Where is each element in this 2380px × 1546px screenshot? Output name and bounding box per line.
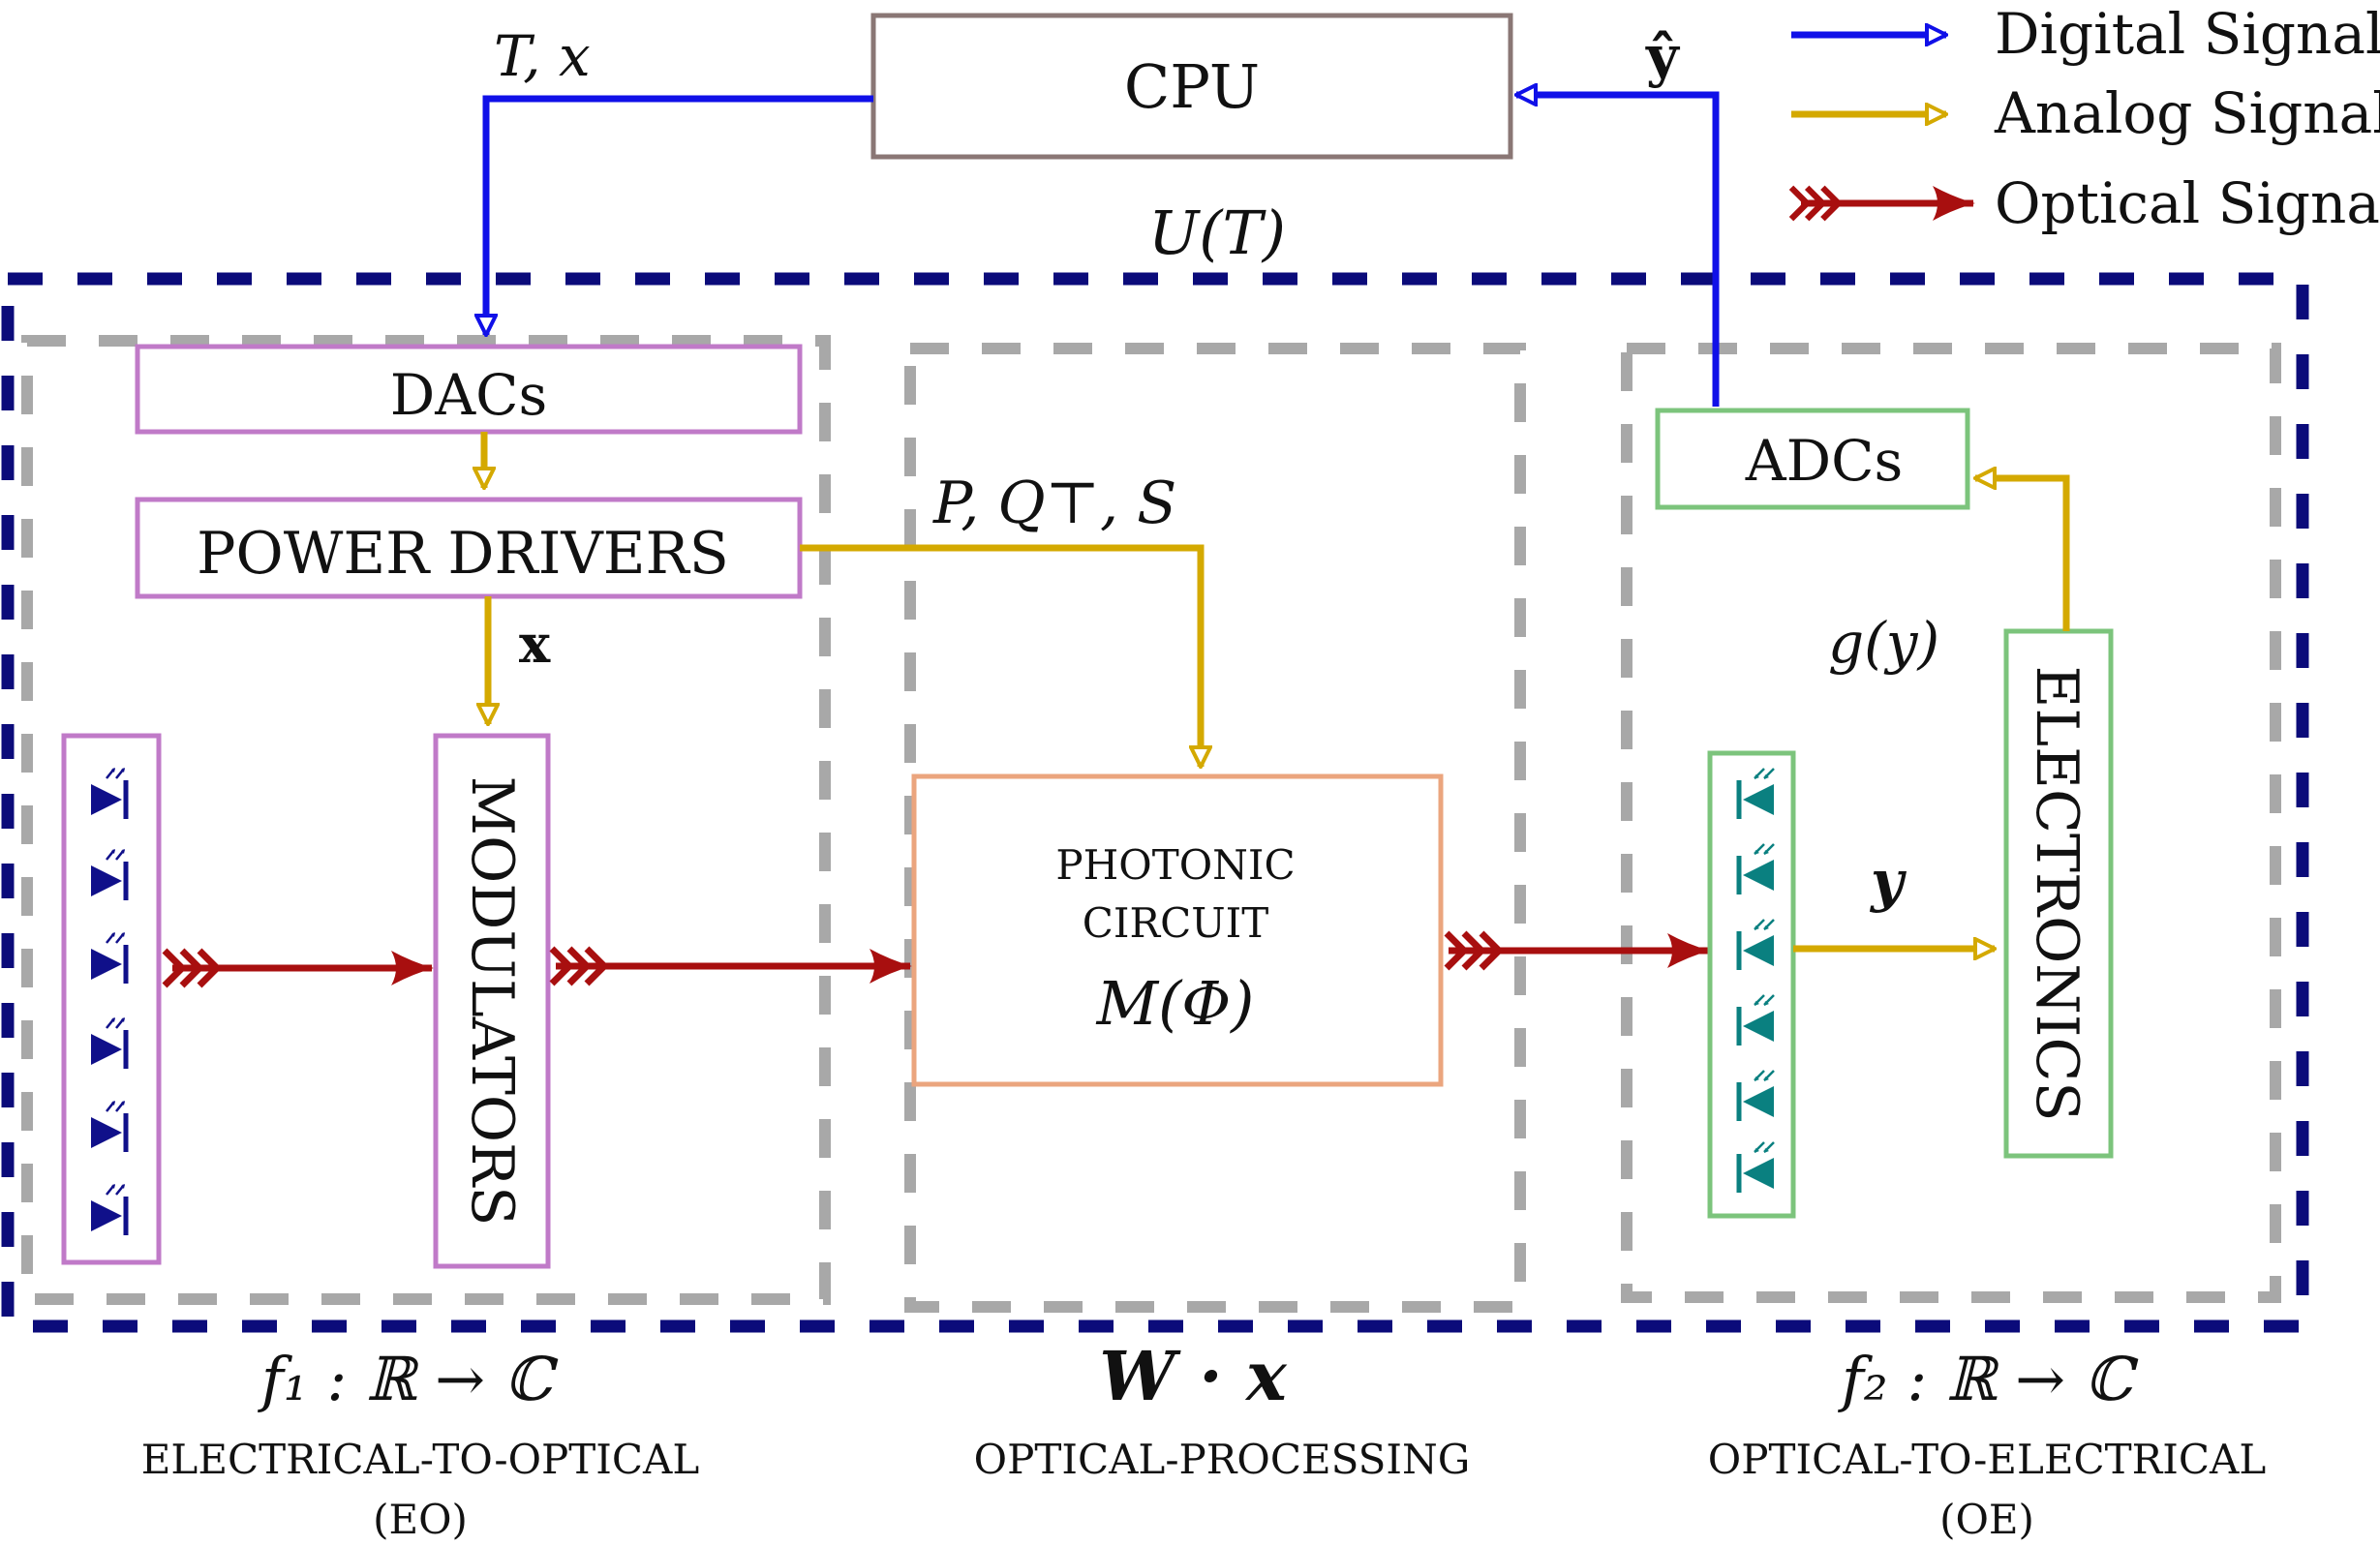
led-array-box: [61, 733, 162, 1265]
outer-system-boundary: [1, 272, 2309, 1333]
modulators-box: [433, 733, 551, 1269]
optical-arrow-icon: [1791, 188, 1975, 219]
pqs-label: P, Q⊤, S: [932, 470, 1176, 537]
oe-abbr: (OE): [1939, 1496, 2034, 1543]
dacs-label: DACs: [390, 362, 548, 428]
u-t-label: U(T): [1148, 197, 1286, 268]
adcs-to-cpu-line: [1516, 95, 1720, 407]
adcs-label: ADCs: [1745, 428, 1904, 494]
power-drivers-box: [135, 497, 803, 599]
photonic-math: M(Φ): [1096, 968, 1255, 1039]
legend: Digital Signal Analog Signal Optical Sig…: [1791, 1, 2380, 236]
electronics-box: [2003, 628, 2114, 1159]
photodiode-array-box: [1707, 750, 1796, 1219]
t-x-label: T, x: [494, 23, 591, 89]
drivers-to-photonic-line: [800, 544, 1201, 767]
modulators-label: MODULATORS: [458, 776, 526, 1227]
photonic-circuit-box: [911, 773, 1444, 1087]
electronics-to-adcs-line: [1975, 478, 2070, 631]
legend-digital: Digital Signal: [1995, 1, 2380, 67]
photonic-line2: CIRCUIT: [1083, 899, 1269, 947]
eo-title: ELECTRICAL-TO-OPTICAL: [141, 1436, 699, 1483]
eo-section-boundary: [21, 335, 831, 1305]
op-section-boundary: [904, 343, 1526, 1313]
y-label: y: [1869, 848, 1907, 914]
legend-analog: Analog Signal: [1994, 80, 2380, 146]
op-math: W · x: [1099, 1336, 1288, 1416]
cpu-to-dacs-line: [486, 95, 873, 335]
power-drivers-label: POWER DRIVERS: [197, 520, 729, 588]
oe-math: f₂ : ℝ → ℂ: [1838, 1344, 2139, 1414]
oe-title: OPTICAL-TO-ELECTRICAL: [1708, 1436, 2266, 1483]
y-hat-label: ŷ: [1645, 23, 1681, 89]
photonic-to-photodiodes-optical-arrow: [1447, 933, 1710, 968]
dacs-box: [135, 344, 803, 435]
legend-optical: Optical Signal: [1995, 170, 2380, 236]
electronics-label: ELECTRONICS: [2023, 666, 2090, 1122]
photonic-line1: PHOTONIC: [1055, 841, 1295, 889]
modulators-to-photonic-optical-arrow: [552, 949, 912, 984]
oe-section-boundary: [1621, 343, 2281, 1303]
cpu-label: CPU: [1124, 51, 1260, 122]
eo-math: f₁ : ℝ → ℂ: [258, 1344, 559, 1414]
led-to-modulators-optical-arrow: [165, 951, 434, 985]
eo-abbr: (EO): [373, 1496, 468, 1543]
op-title: OPTICAL-PROCESSING: [974, 1436, 1471, 1483]
cpu-box: [870, 13, 1513, 160]
adcs-box: [1655, 408, 1970, 510]
x-label: x: [519, 613, 551, 675]
g-y-label: g(y): [1828, 610, 1939, 676]
